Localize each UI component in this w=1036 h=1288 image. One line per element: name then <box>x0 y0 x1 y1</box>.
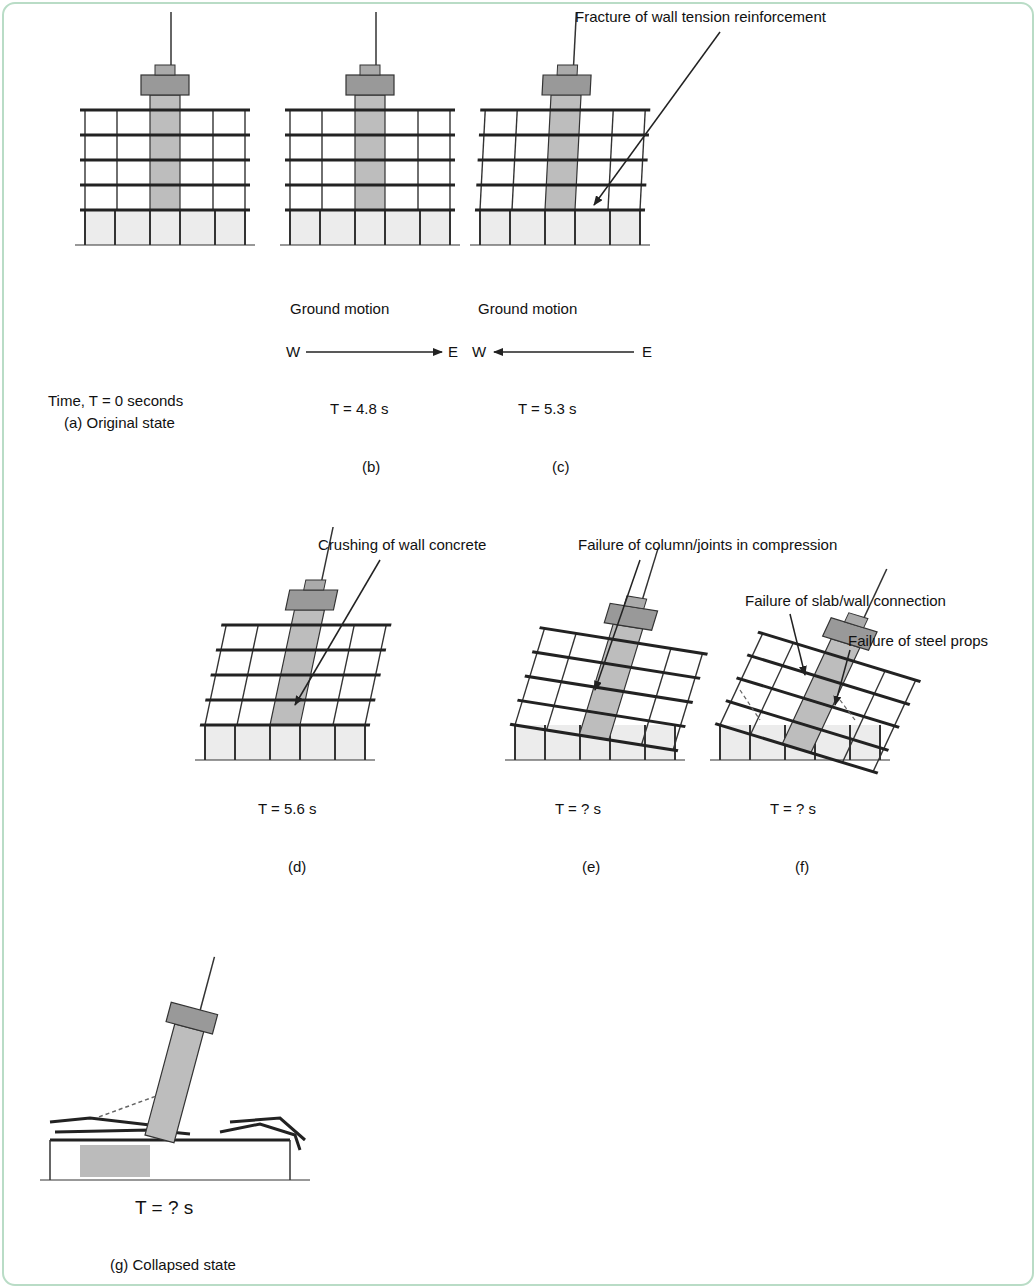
caption-label: (d) <box>288 858 306 876</box>
caption-label: (c) <box>552 458 570 476</box>
caption-label: T = ? s <box>135 1196 193 1219</box>
caption-label: Crushing of wall concrete <box>318 536 486 554</box>
caption-label: (e) <box>582 858 600 876</box>
caption-label: Fracture of wall tension reinforcement <box>575 8 826 26</box>
caption-label: T = 5.3 s <box>518 400 577 418</box>
caption-label: W <box>472 343 486 361</box>
caption-label: Time, T = 0 seconds <box>48 392 183 410</box>
caption-label: T = 5.6 s <box>258 800 317 818</box>
caption-label: Failure of steel props <box>848 632 988 650</box>
caption-label: T = 4.8 s <box>330 400 389 418</box>
caption-label: Failure of slab/wall connection <box>745 592 946 610</box>
caption-label: (a) Original state <box>64 414 175 432</box>
caption-label: (f) <box>795 858 809 876</box>
caption-label: E <box>448 343 458 361</box>
caption-label: E <box>642 343 652 361</box>
caption-label: Ground motion <box>478 300 577 318</box>
caption-label: Failure of column/joints in compression <box>578 536 837 554</box>
caption-label: W <box>286 343 300 361</box>
caption-label: (b) <box>362 458 380 476</box>
caption-label: (g) Collapsed state <box>110 1256 236 1274</box>
caption-label: T = ? s <box>555 800 601 818</box>
caption-label: T = ? s <box>770 800 816 818</box>
caption-label: Ground motion <box>290 300 389 318</box>
